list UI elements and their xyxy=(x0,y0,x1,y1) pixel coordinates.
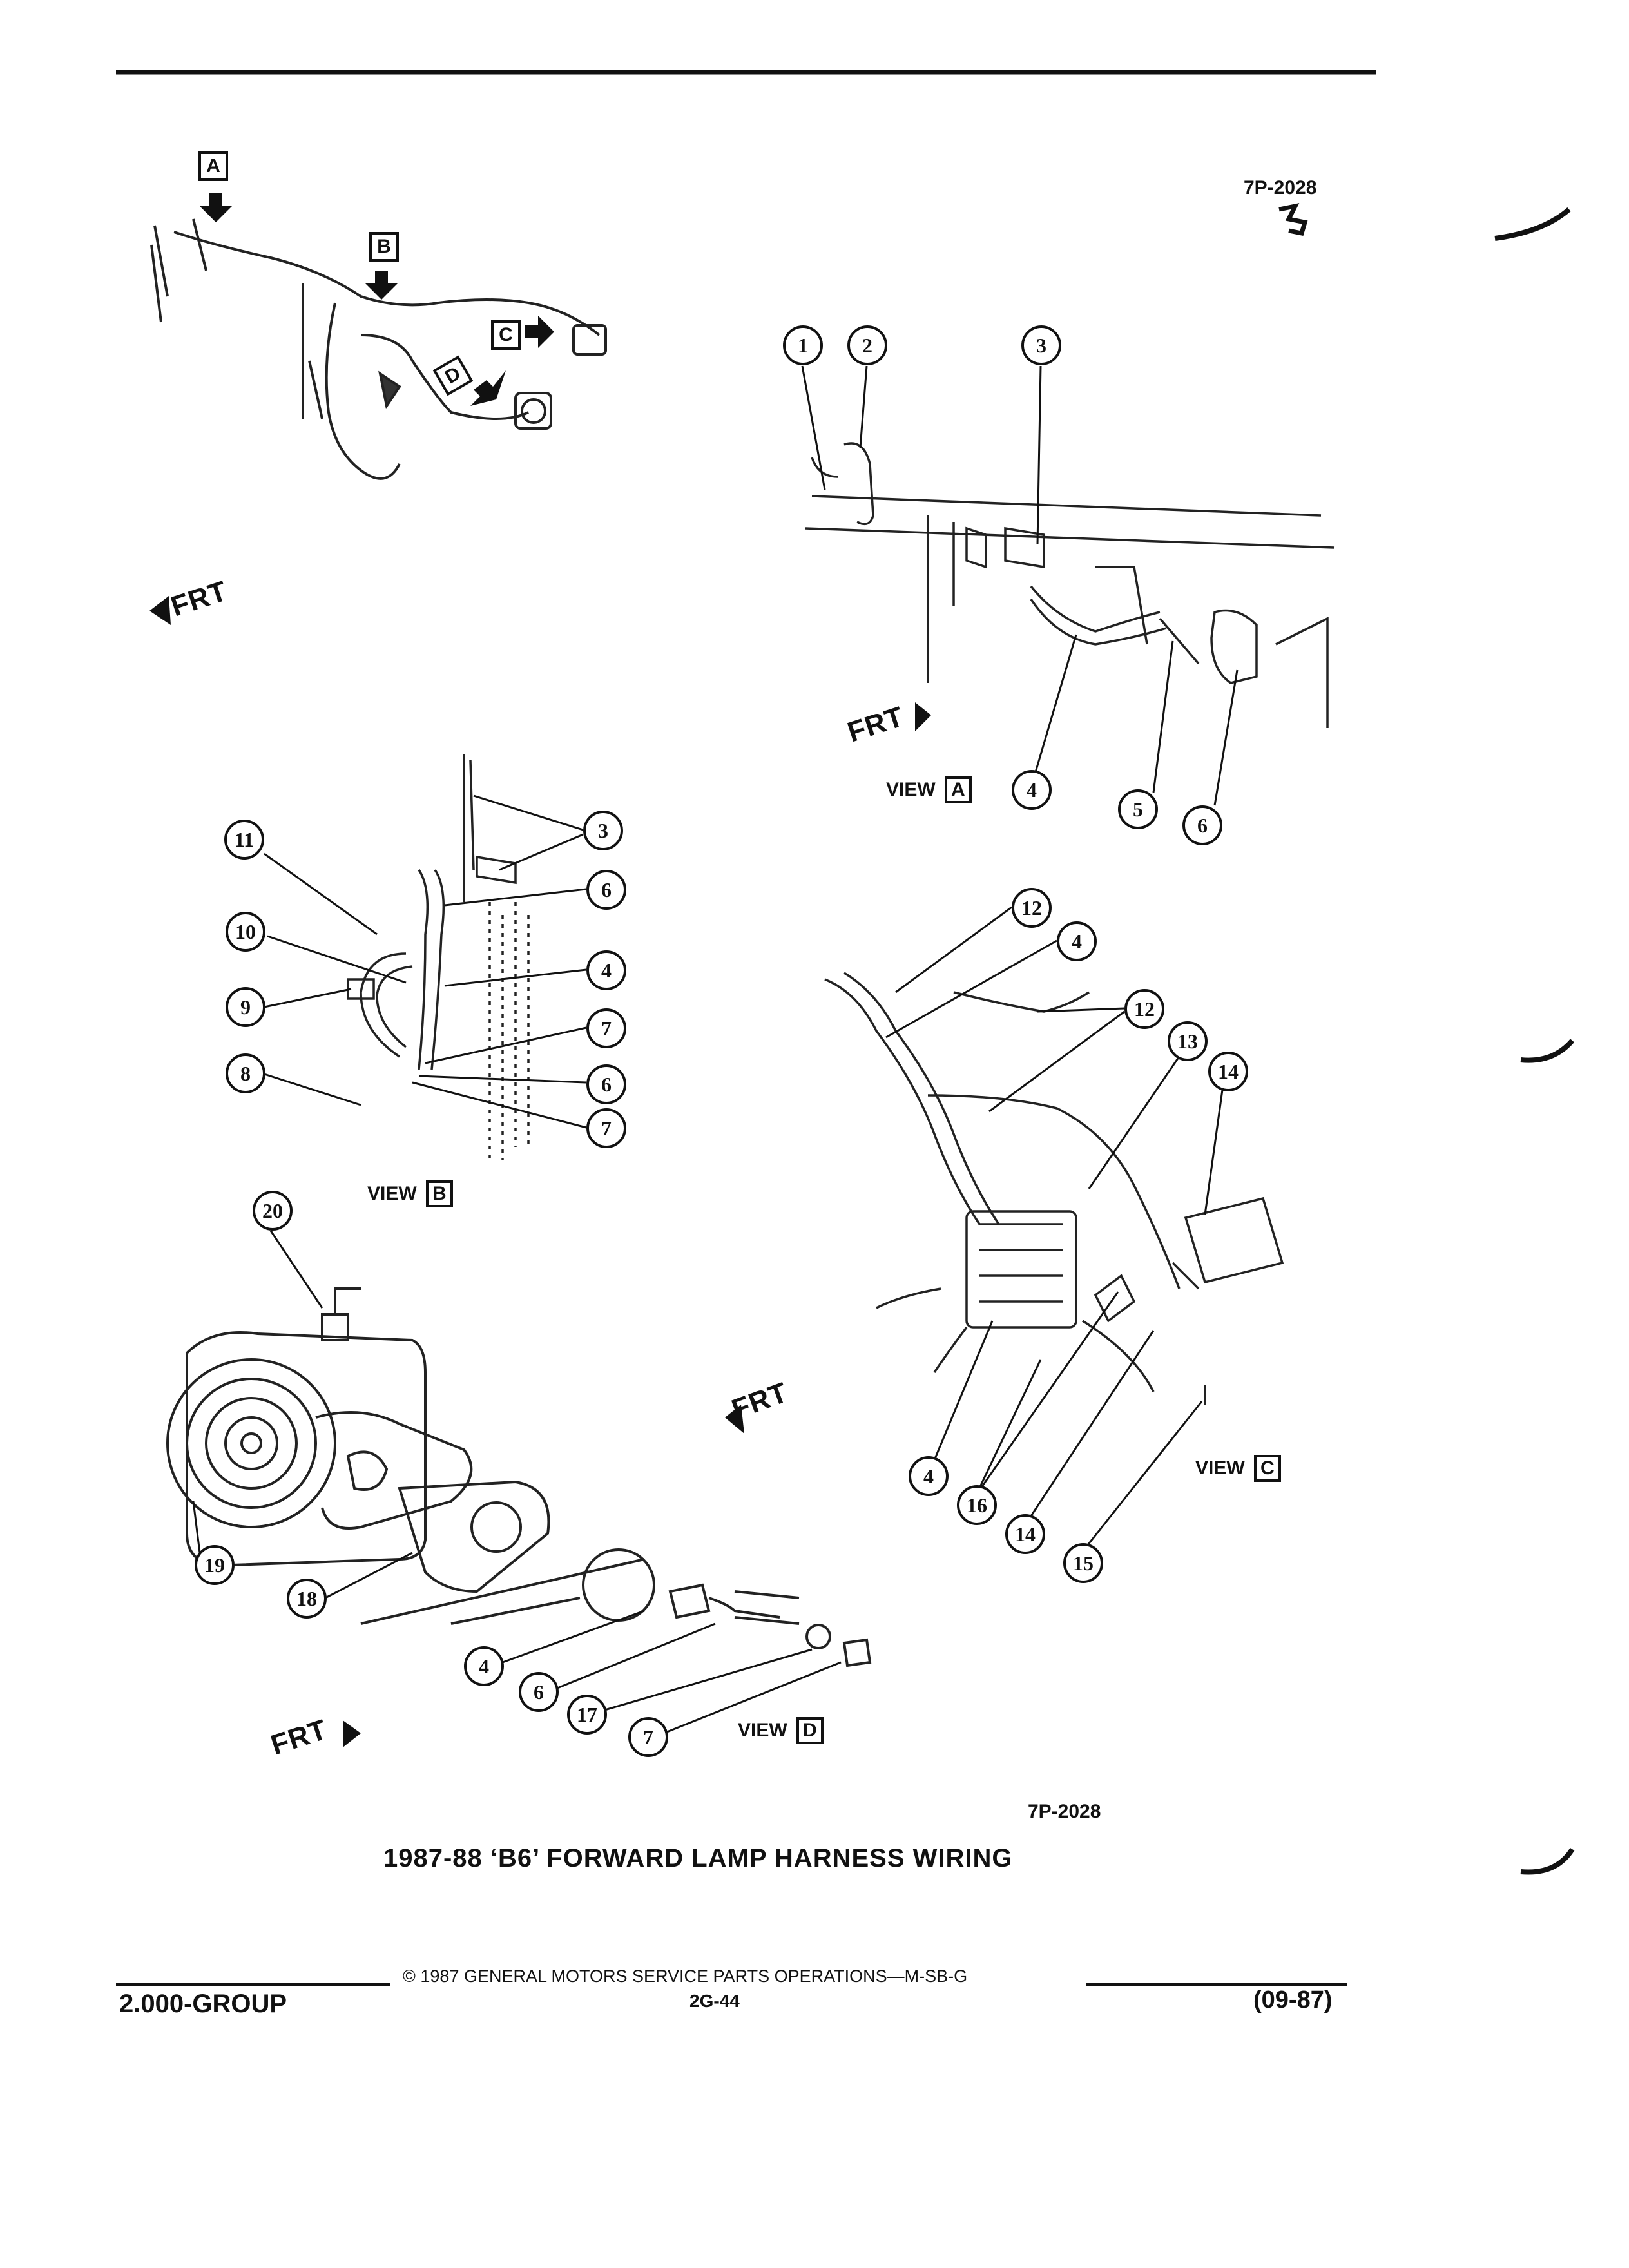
callout-4-c: 4 xyxy=(1057,921,1097,961)
callout-9: 9 xyxy=(226,987,265,1027)
arrow-c xyxy=(525,316,554,348)
view-a-prefix: VIEW xyxy=(886,779,936,800)
view-c-prefix: VIEW xyxy=(1195,1457,1245,1479)
callout-14: 14 xyxy=(1208,1052,1248,1091)
view-a-letter: A xyxy=(945,776,972,803)
callout-1: 1 xyxy=(783,325,823,365)
callout-20: 20 xyxy=(253,1191,293,1231)
callout-6-b2: 6 xyxy=(586,1064,626,1104)
view-d-prefix: VIEW xyxy=(738,1720,787,1741)
callout-12-c2: 12 xyxy=(1124,989,1164,1029)
view-b-caption: VIEW B xyxy=(367,1180,453,1207)
callout-3-b: 3 xyxy=(583,811,623,850)
callout-5: 5 xyxy=(1118,789,1158,829)
callout-6-b: 6 xyxy=(586,870,626,910)
view-marker-b: B xyxy=(369,232,399,262)
view-a-caption: VIEW A xyxy=(886,776,972,803)
callout-4-d: 4 xyxy=(464,1646,504,1686)
view-c-drawing xyxy=(824,972,1284,1405)
view-marker-c: C xyxy=(491,320,521,350)
view-b-prefix: VIEW xyxy=(367,1183,417,1204)
callout-2: 2 xyxy=(847,325,887,365)
arrow-b xyxy=(365,271,398,300)
callout-19: 19 xyxy=(195,1545,235,1585)
footer-group: 2.000-GROUP xyxy=(119,1990,287,2018)
footer-copyright: © 1987 GENERAL MOTORS SERVICE PARTS OPER… xyxy=(403,1966,968,1986)
figure-code-top: 7P-2028 xyxy=(1244,177,1317,198)
callout-7-b: 7 xyxy=(586,1008,626,1048)
callout-8: 8 xyxy=(226,1053,265,1093)
view-d-letter: D xyxy=(796,1717,824,1744)
view-marker-a: A xyxy=(198,151,228,181)
view-c-letter: C xyxy=(1254,1455,1281,1482)
callout-4-c2: 4 xyxy=(909,1456,949,1496)
view-b-drawing xyxy=(347,754,530,1160)
callout-6: 6 xyxy=(1182,805,1222,845)
callout-10: 10 xyxy=(226,912,265,952)
callout-15: 15 xyxy=(1063,1543,1103,1583)
callout-3: 3 xyxy=(1021,325,1061,365)
view-d-drawing xyxy=(166,1287,872,1667)
callout-6-d: 6 xyxy=(519,1672,559,1712)
leader-lines xyxy=(192,365,1239,1735)
arrow-d xyxy=(470,370,506,406)
view-d-caption: VIEW D xyxy=(738,1717,824,1744)
figure-title: 1987-88 ‘B6’ FORWARD LAMP HARNESS WIRING xyxy=(383,1844,1013,1872)
callout-16: 16 xyxy=(957,1485,997,1525)
footer-page-number: 2G-44 xyxy=(689,1991,740,2011)
callout-7-d: 7 xyxy=(628,1717,668,1757)
view-a-drawing xyxy=(805,442,1335,728)
callout-4: 4 xyxy=(1012,770,1052,810)
callout-12: 12 xyxy=(1012,888,1052,928)
view-c-caption: VIEW C xyxy=(1195,1455,1281,1482)
callout-14-c2: 14 xyxy=(1005,1514,1045,1554)
footer-date-code: (09-87) xyxy=(1253,1986,1333,2013)
callout-13: 13 xyxy=(1168,1021,1208,1061)
callout-17: 17 xyxy=(567,1695,607,1735)
callout-4-b: 4 xyxy=(586,950,626,990)
arrow-a xyxy=(200,193,232,222)
overview-drawing xyxy=(150,218,607,480)
callout-18: 18 xyxy=(287,1579,327,1619)
logo-mark xyxy=(1278,203,1308,236)
callout-11: 11 xyxy=(224,820,264,860)
callout-7-b2: 7 xyxy=(586,1108,626,1148)
view-b-letter: B xyxy=(426,1180,453,1207)
figure-code-bottom: 7P-2028 xyxy=(1028,1801,1101,1822)
